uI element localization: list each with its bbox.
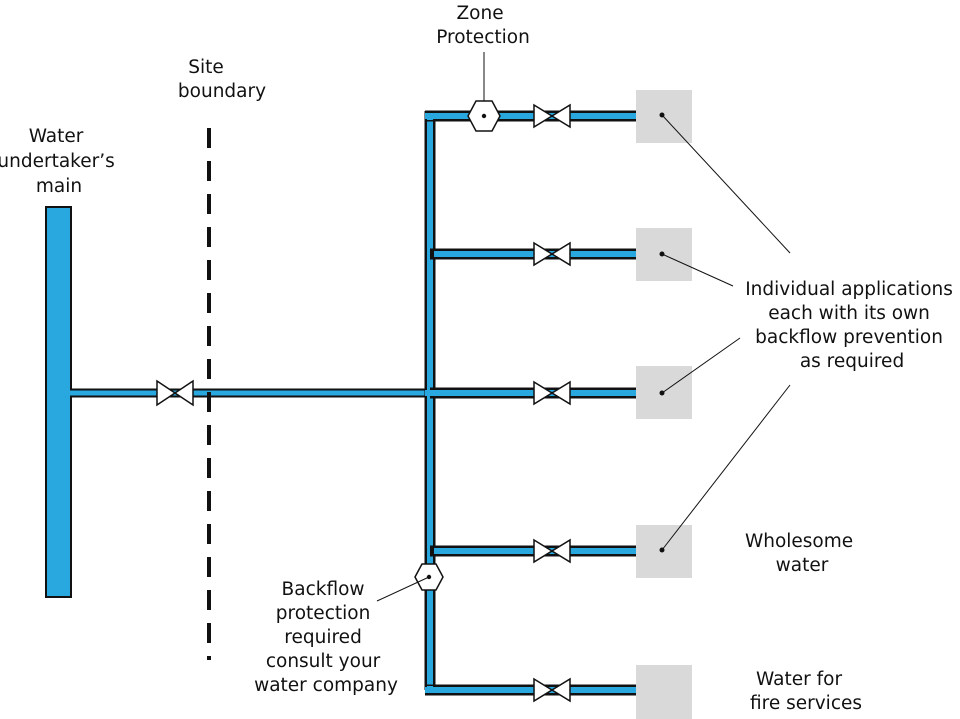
water-main-label: Water undertaker’s main [0, 126, 121, 197]
backflow-protection-label: Backflow protection required consult you… [254, 579, 398, 696]
branch-valve-icon [533, 677, 571, 703]
branch-valve-icon [533, 380, 571, 406]
branch-pipes [425, 110, 637, 696]
branch-valve-icon [533, 538, 571, 564]
fire-services-label: Water for fire services [750, 669, 862, 714]
zone-protection-label: Zone Protection [436, 3, 530, 48]
application-box [636, 665, 692, 719]
branch-valve-icon [533, 241, 571, 267]
main-stop-valve-icon [156, 379, 194, 407]
individual-leaders [661, 114, 791, 551]
wholesome-water-label: Wholesome water [745, 531, 859, 576]
backflow-leader [376, 576, 430, 602]
water-main-pipe [45, 206, 72, 598]
individual-applications-label: Individual applications each with its ow… [745, 279, 959, 372]
branch-valve-icon [533, 103, 571, 129]
site-boundary-label: Site boundary [178, 57, 266, 102]
zone-protection-device-icon [467, 100, 501, 132]
